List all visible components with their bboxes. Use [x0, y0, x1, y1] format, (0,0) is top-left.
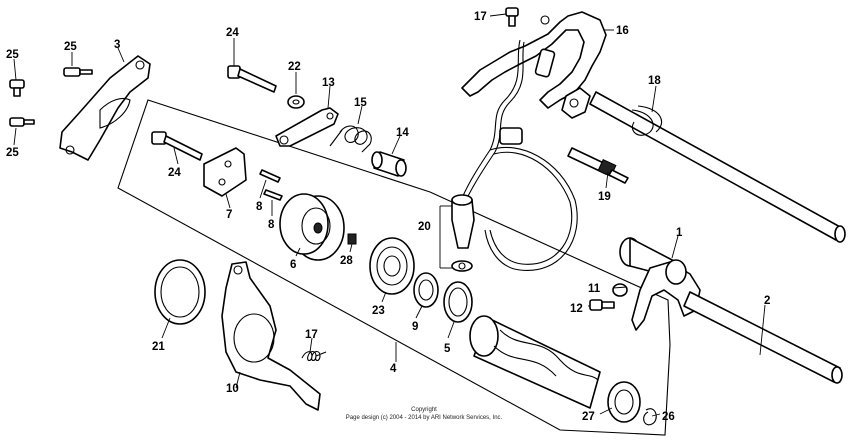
- part-24-top-bolt[interactable]: [227, 65, 277, 93]
- part-17-top-bolt[interactable]: [505, 7, 519, 27]
- callout-6: 6: [290, 259, 296, 271]
- part-25-screw-b[interactable]: [63, 67, 93, 77]
- part-28-pin[interactable]: [347, 233, 357, 245]
- callout-13: 13: [322, 77, 335, 89]
- callout-18: 18: [648, 75, 661, 87]
- callout-2: 2: [764, 295, 770, 307]
- part-24-mid-bolt[interactable]: [151, 131, 203, 161]
- copyright-line2: Page design (c) 2004 - 2014 by ARI Netwo…: [346, 415, 503, 421]
- part-10-arm[interactable]: [221, 261, 321, 411]
- callout-8a: 8: [256, 201, 263, 213]
- callout-25c: 25: [6, 147, 19, 159]
- part-21-oring[interactable]: [154, 259, 206, 325]
- part-14-collar[interactable]: [371, 151, 407, 177]
- callout-26: 26: [662, 411, 675, 423]
- part-8-pin-b[interactable]: [263, 189, 283, 201]
- callout-21: 21: [152, 341, 165, 353]
- part-23-bearing[interactable]: [369, 237, 415, 295]
- callout-20: 20: [418, 221, 431, 233]
- part-25-screw-c[interactable]: [9, 117, 35, 127]
- callout-24a: 24: [226, 27, 239, 39]
- callout-23: 23: [372, 305, 385, 317]
- part-1-shift-fork[interactable]: [619, 237, 701, 331]
- callout-27: 27: [582, 411, 595, 423]
- leader-lines: [13, 13, 766, 417]
- part-20-switch-harness[interactable]: [451, 39, 578, 272]
- callout-24b: 24: [168, 167, 181, 179]
- part-8-pin-a[interactable]: [259, 169, 281, 183]
- callout-25a: 25: [6, 49, 19, 61]
- part-15-spring[interactable]: [329, 125, 372, 153]
- part-3-plate[interactable]: [59, 55, 151, 161]
- callout-25b: 25: [64, 41, 77, 53]
- callout-16: 16: [616, 25, 629, 37]
- callout-4: 4: [390, 363, 397, 375]
- callout-14: 14: [396, 127, 409, 139]
- callout-8b: 8: [268, 219, 275, 231]
- part-6-drum[interactable]: [279, 193, 345, 261]
- callout-17b: 17: [305, 329, 318, 341]
- part-27-bearing[interactable]: [607, 381, 641, 423]
- part-26-clip[interactable]: [643, 408, 657, 426]
- part-12-bolt[interactable]: [589, 299, 615, 311]
- shift-drum[interactable]: [469, 315, 601, 409]
- part-5-circlip[interactable]: [443, 281, 473, 323]
- part-22-washer[interactable]: [287, 95, 305, 109]
- callout-17a: 17: [474, 11, 487, 23]
- callout-15: 15: [354, 97, 367, 109]
- callout-28: 28: [340, 255, 353, 267]
- part-7-bracket[interactable]: [203, 147, 247, 197]
- callout-10: 10: [226, 383, 239, 395]
- part-17-bottom-spring[interactable]: [301, 350, 327, 362]
- callout-22: 22: [288, 61, 301, 73]
- part-18-shaft[interactable]: [589, 91, 846, 243]
- part-25-screw-a[interactable]: [9, 79, 25, 97]
- callout-7: 7: [226, 209, 232, 221]
- callout-3: 3: [114, 39, 120, 51]
- callout-5: 5: [444, 343, 451, 355]
- part-16-bracket[interactable]: [461, 11, 607, 119]
- part-11-pin[interactable]: [612, 283, 628, 297]
- callout-11: 11: [588, 283, 601, 295]
- callout-1: 1: [676, 227, 683, 239]
- callout-19: 19: [598, 191, 611, 203]
- copyright-line1: Copyright: [411, 407, 437, 413]
- callout-9: 9: [412, 321, 418, 333]
- part-19-pin[interactable]: [567, 147, 629, 184]
- callout-12: 12: [570, 303, 583, 315]
- part-9-ring[interactable]: [413, 272, 439, 308]
- part-2-shaft[interactable]: [683, 291, 843, 384]
- part-13-arm[interactable]: [275, 107, 339, 147]
